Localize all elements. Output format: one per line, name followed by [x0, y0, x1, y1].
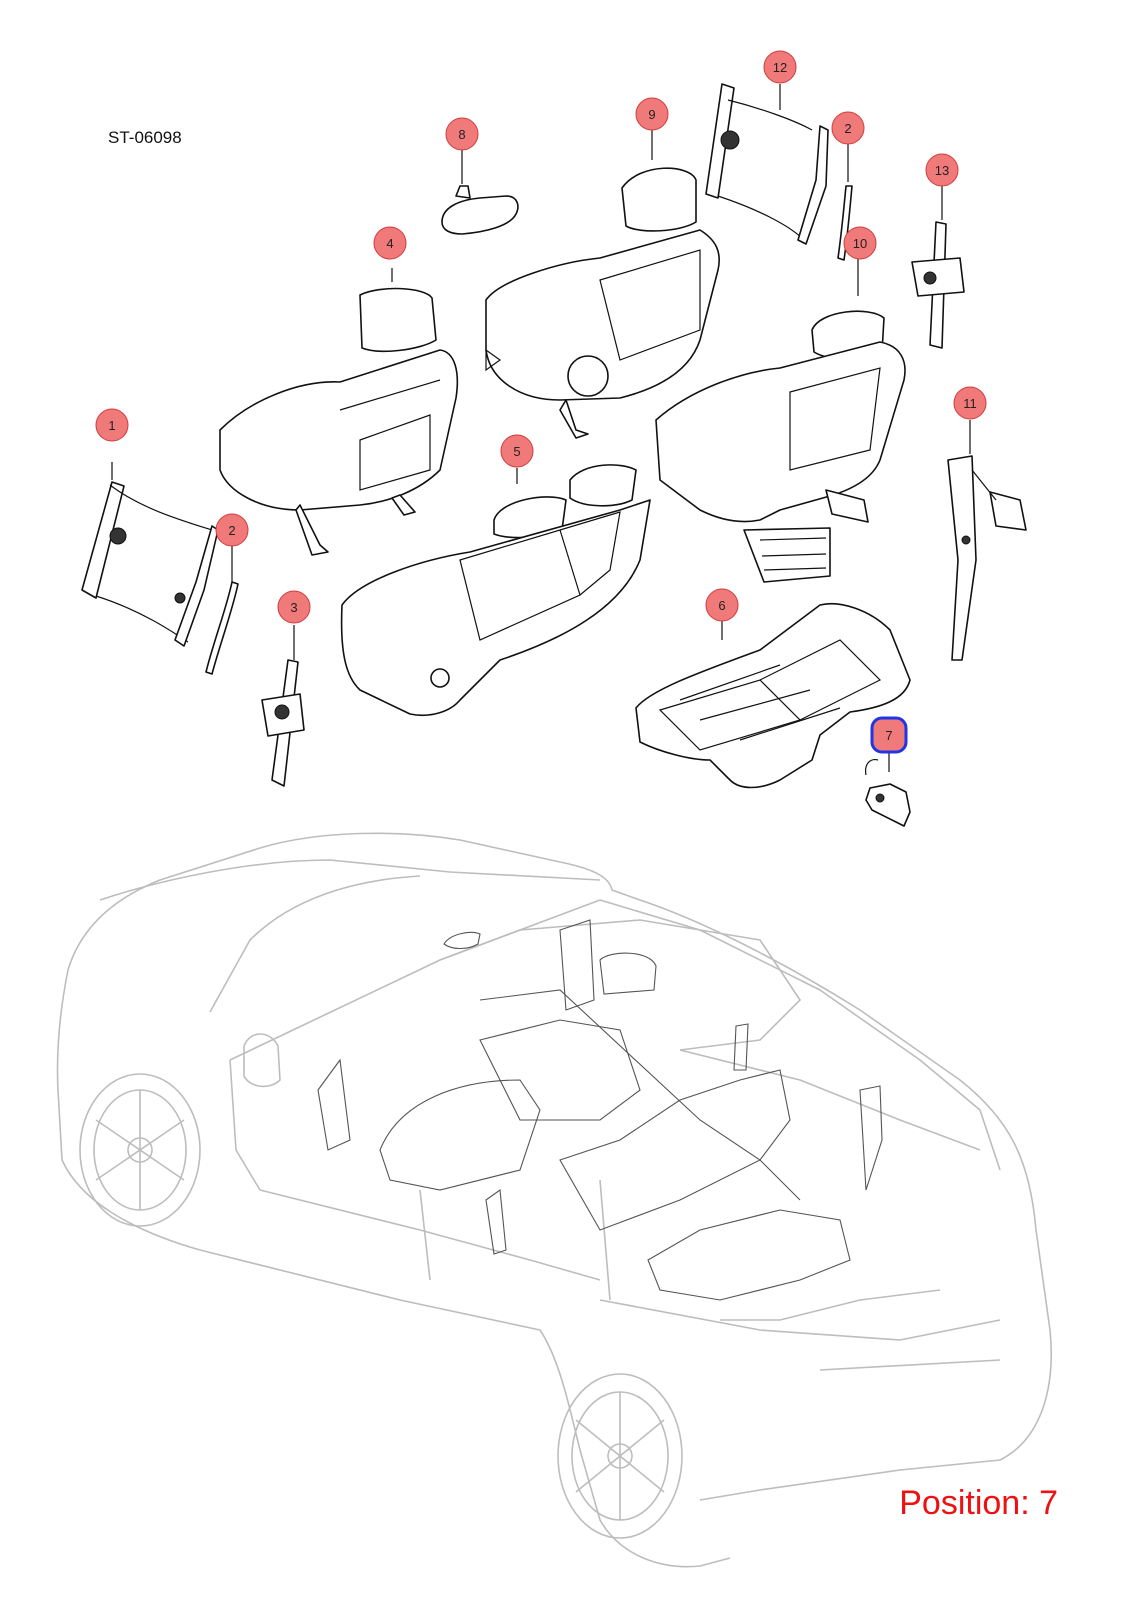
svg-text:12: 12 [773, 60, 787, 75]
part-second-row-seat[interactable] [655, 258, 906, 583]
part-glass-run-channel-front[interactable] [205, 545, 239, 675]
part-interior-mirror[interactable] [441, 150, 519, 235]
svg-text:2: 2 [228, 523, 235, 538]
callout-7-highlighted[interactable]: 7 [870, 716, 908, 754]
svg-text:11: 11 [963, 396, 977, 411]
svg-text:5: 5 [513, 444, 520, 459]
part-front-seat-passenger[interactable] [485, 128, 720, 439]
position-indicator: Position: 7 [899, 1484, 1058, 1522]
callout-13[interactable]: 13 [925, 153, 959, 187]
callout-11[interactable]: 11 [953, 386, 987, 420]
part-rear-seat-cushion[interactable] [635, 603, 911, 789]
part-window-regulator-second[interactable] [705, 83, 829, 245]
callout-4[interactable]: 4 [373, 226, 407, 260]
svg-text:13: 13 [935, 163, 949, 178]
part-seat-control-switch[interactable] [865, 750, 911, 827]
callout-6[interactable]: 6 [705, 588, 739, 622]
svg-text:8: 8 [458, 127, 465, 142]
svg-text:3: 3 [290, 600, 297, 615]
svg-text:1: 1 [108, 418, 115, 433]
callout-3[interactable]: 3 [277, 590, 311, 624]
part-rear-seat-backrest[interactable] [340, 464, 651, 716]
svg-text:9: 9 [648, 107, 655, 122]
vehicle-overview [56, 832, 1052, 1568]
callout-5[interactable]: 5 [500, 434, 534, 468]
callout-1[interactable]: 1 [95, 408, 129, 442]
callout-2-second[interactable]: 2 [831, 111, 865, 145]
part-window-regulator-front[interactable] [81, 462, 219, 647]
svg-text:10: 10 [853, 236, 867, 251]
svg-text:7: 7 [885, 728, 892, 743]
part-front-seat[interactable] [219, 268, 459, 556]
diagram-reference-code: ST-06098 [108, 128, 182, 147]
callout-9[interactable]: 9 [635, 97, 669, 131]
svg-text:2: 2 [844, 121, 851, 136]
callout-10[interactable]: 10 [843, 226, 877, 260]
svg-text:6: 6 [718, 598, 725, 613]
svg-text:4: 4 [386, 236, 393, 251]
callout-8[interactable]: 8 [445, 117, 479, 151]
part-window-regulator-rear-vent[interactable] [911, 186, 965, 349]
part-window-regulator-rear[interactable] [261, 625, 305, 787]
callout-2-front[interactable]: 2 [215, 513, 249, 547]
callout-12[interactable]: 12 [763, 50, 797, 84]
part-seat-belt[interactable] [947, 420, 1027, 661]
